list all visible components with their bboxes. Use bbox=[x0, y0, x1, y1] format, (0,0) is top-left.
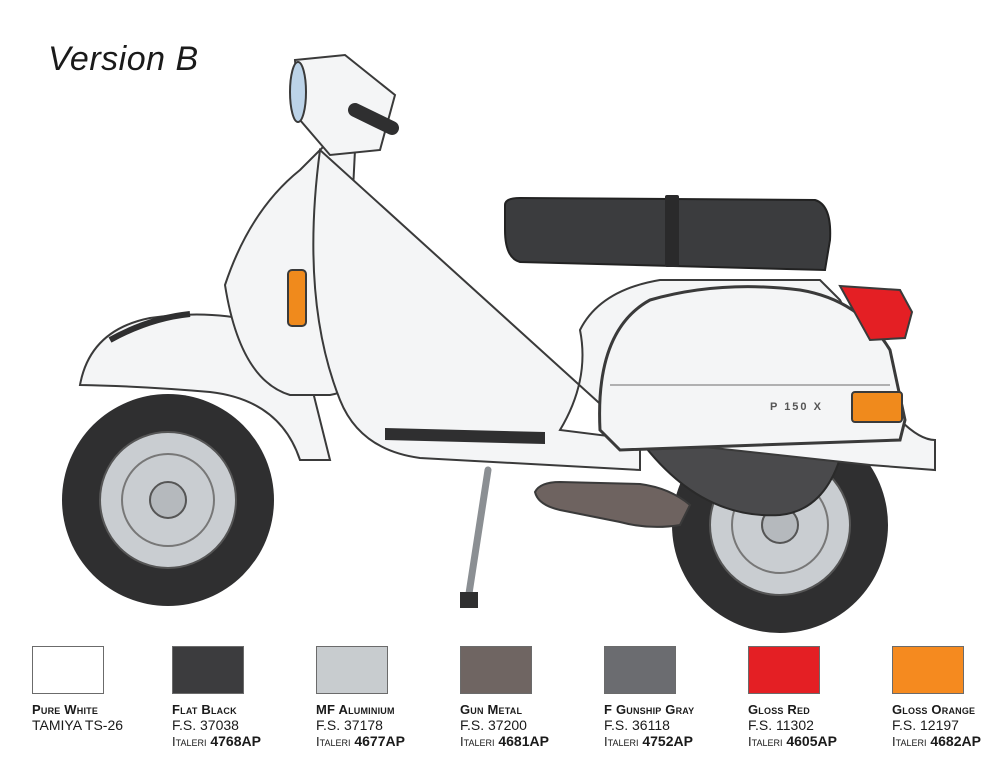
swatch-code-1: F.S. 37200 bbox=[460, 717, 527, 733]
swatch-chip bbox=[316, 646, 388, 694]
swatch-name: Flat Black bbox=[172, 702, 237, 717]
swatch-code-2: Italeri 4605AP bbox=[748, 733, 908, 750]
seat-strap bbox=[665, 195, 679, 267]
swatch-name: Pure White bbox=[32, 702, 99, 717]
swatch-code-1: F.S. 12197 bbox=[892, 717, 959, 733]
swatch-code-1: F.S. 37038 bbox=[172, 717, 239, 733]
swatch-pure-white: Pure White TAMIYA TS-26 bbox=[32, 646, 192, 733]
swatch-code-2: Italeri 4682AP bbox=[892, 733, 1000, 750]
brand-label: Italeri bbox=[460, 734, 495, 749]
brand-label: Italeri bbox=[316, 734, 351, 749]
swatch-chip bbox=[172, 646, 244, 694]
front-indicator bbox=[287, 269, 307, 327]
swatch-gloss-orange: Gloss Orange F.S. 12197 Italeri 4682AP bbox=[892, 646, 1000, 750]
front-wheel bbox=[62, 394, 274, 606]
paint-code: 4605AP bbox=[786, 733, 837, 749]
swatch-mf-aluminium: MF Aluminium F.S. 37178 Italeri 4677AP bbox=[316, 646, 476, 750]
swatch-code-2: Italeri 4681AP bbox=[460, 733, 620, 750]
paint-code: 4682AP bbox=[930, 733, 981, 749]
paint-code: 4752AP bbox=[642, 733, 693, 749]
headset bbox=[293, 53, 397, 157]
swatch-name: Gloss Red bbox=[748, 702, 810, 717]
brand-label: Italeri bbox=[172, 734, 207, 749]
swatch-name: MF Aluminium bbox=[316, 702, 395, 717]
swatch-code-1: TAMIYA TS-26 bbox=[32, 717, 124, 733]
brand-label: Italeri bbox=[748, 734, 783, 749]
swatch-gloss-red: Gloss Red F.S. 11302 Italeri 4605AP bbox=[748, 646, 908, 750]
swatch-flat-black: Flat Black F.S. 37038 Italeri 4768AP bbox=[172, 646, 332, 750]
rear-indicator bbox=[851, 391, 903, 423]
swatch-chip bbox=[892, 646, 964, 694]
taillight bbox=[838, 284, 914, 342]
plate-badge: P 150 X bbox=[770, 401, 823, 413]
swatch-name: F Gunship Gray bbox=[604, 702, 695, 717]
brand-label: Italeri bbox=[892, 734, 927, 749]
swatch-chip bbox=[604, 646, 676, 694]
scooter-illustration: P 150 X bbox=[62, 53, 936, 633]
swatch-code-1: F.S. 36118 bbox=[604, 717, 670, 733]
swatch-code-2: Italeri 4677AP bbox=[316, 733, 476, 750]
brand-label: Italeri bbox=[604, 734, 639, 749]
swatch-chip bbox=[32, 646, 104, 694]
swatch-f-gunship-gray: F Gunship Gray F.S. 36118 Italeri 4752AP bbox=[604, 646, 764, 750]
version-title: Version B bbox=[48, 40, 199, 78]
swatch-code-2: Italeri 4752AP bbox=[604, 733, 764, 750]
paint-code: 4768AP bbox=[210, 733, 261, 749]
swatch-chip bbox=[748, 646, 820, 694]
swatch-code-1: F.S. 11302 bbox=[748, 717, 814, 733]
floorboard bbox=[385, 428, 545, 444]
swatch-code-2: Italeri 4768AP bbox=[172, 733, 332, 750]
paint-palette: Pure White TAMIYA TS-26 Flat Black F.S. … bbox=[0, 646, 1000, 766]
swatch-chip bbox=[460, 646, 532, 694]
swatch-gun-metal: Gun Metal F.S. 37200 Italeri 4681AP bbox=[460, 646, 620, 750]
swatch-name: Gloss Orange bbox=[892, 702, 976, 717]
paint-code: 4677AP bbox=[354, 733, 405, 749]
headlight bbox=[289, 61, 307, 123]
paint-code: 4681AP bbox=[498, 733, 549, 749]
swatch-name: Gun Metal bbox=[460, 702, 523, 717]
swatch-code-1: F.S. 37178 bbox=[316, 717, 383, 733]
exhaust bbox=[533, 480, 692, 528]
handle-grip bbox=[348, 103, 399, 135]
rear-hub-cover bbox=[637, 439, 847, 517]
center-stand bbox=[464, 466, 492, 604]
